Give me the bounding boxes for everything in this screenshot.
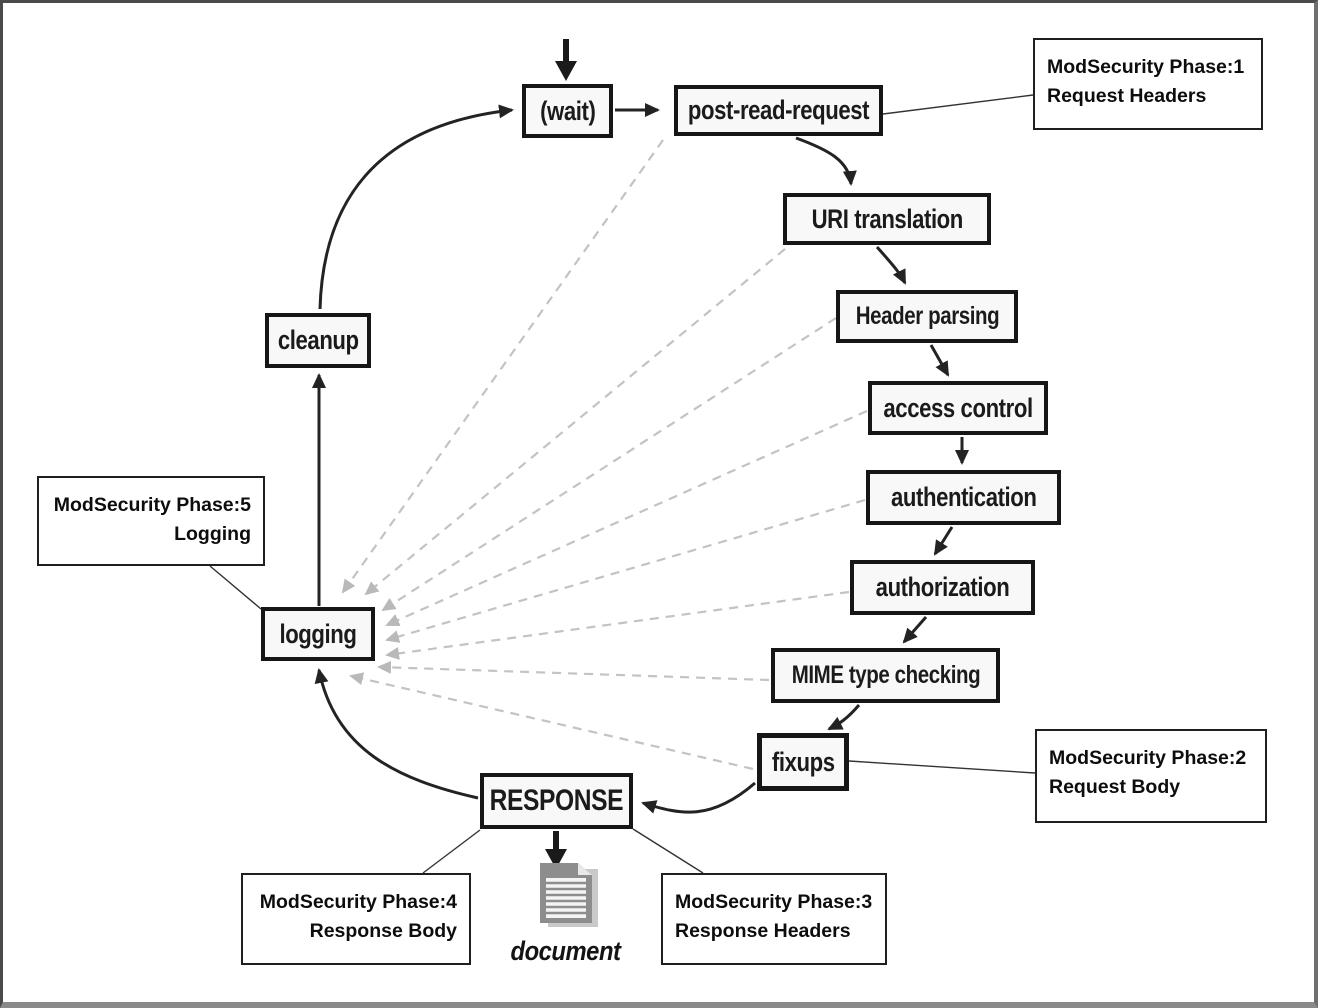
document-icon	[540, 863, 598, 927]
arrow-uri-translation-to-header-parsing	[875, 246, 907, 285]
connector-phase2-to-fixups	[848, 760, 1036, 774]
annotation-phase1-line2: Request Headers	[1047, 85, 1207, 108]
node-access-control: access control	[868, 381, 1048, 435]
arrow-post-read-request-to-uri-translation	[795, 136, 857, 186]
node-header-parsing: Header parsing	[836, 290, 1018, 343]
node-authentication-label: authentication	[890, 482, 1037, 512]
arrow-authentication-to-authorization	[933, 526, 954, 556]
dashed-arrow-header-parsing-to-logging	[381, 317, 837, 612]
dashed-arrow-mime-type-checking-to-logging	[377, 660, 770, 682]
dashed-arrow-authentication-to-logging	[385, 498, 866, 643]
annotation-phase4: ModSecurity Phase:4 Response Body	[241, 873, 471, 965]
connector-phase5-to-logging	[209, 565, 262, 610]
annotation-phase3: ModSecurity Phase:3 Response Headers	[661, 873, 887, 965]
connector-phase1-to-post-read-request	[882, 94, 1034, 115]
arrow-header-parsing-to-access-control	[929, 344, 950, 377]
node-post-read-request: post-read-request	[674, 85, 883, 136]
annotation-phase3-line1: ModSecurity Phase:3	[675, 891, 873, 913]
dashed-arrow-access-control-to-logging	[385, 409, 868, 627]
arrow-mime-type-checking-to-fixups	[827, 704, 861, 731]
arrow-response-to-document	[545, 831, 567, 869]
diagram-canvas	[209, 39, 1036, 874]
annotation-phase5: ModSecurity Phase:5 Logging	[37, 476, 265, 566]
dashed-arrow-post-read-request-to-logging	[341, 139, 664, 594]
node-cleanup-label: cleanup	[277, 325, 359, 355]
document-label: document	[510, 936, 621, 966]
node-mime-type-checking-label: MIME type checking	[791, 661, 980, 689]
annotation-phase3-line2: Response Headers	[675, 920, 851, 943]
arrow-fixups-to-response	[641, 781, 756, 814]
annotation-phase2: ModSecurity Phase:2 Request Body	[1035, 729, 1267, 823]
node-fixups-label: fixups	[771, 746, 835, 777]
node-header-parsing-label: Header parsing	[855, 302, 999, 330]
annotation-phase2-line2: Request Body	[1049, 776, 1181, 799]
node-logging-label: logging	[279, 618, 357, 649]
entry-arrow	[555, 39, 577, 81]
node-authorization-label: authorization	[875, 572, 1010, 602]
node-wait: (wait)	[522, 84, 613, 138]
arrow-response-to-logging	[314, 668, 479, 800]
arrow-cleanup-to-wait	[318, 104, 514, 310]
annotation-phase4-line1: ModSecurity Phase:4	[259, 891, 457, 913]
dashed-arrow-authorization-to-logging	[385, 590, 850, 660]
node-access-control-label: access control	[883, 392, 1033, 423]
connector-phase3-to-response	[632, 828, 704, 874]
document-figure: document	[501, 861, 631, 967]
node-response: RESPONSE	[480, 773, 633, 829]
connector-phase4-to-response	[422, 829, 481, 874]
node-uri-translation-label: URI translation	[811, 203, 963, 234]
annotation-phase4-line2: Response Body	[309, 920, 457, 943]
node-uri-translation: URI translation	[783, 193, 991, 245]
annotation-phase5-line2: Logging	[174, 523, 251, 546]
node-cleanup: cleanup	[265, 313, 371, 368]
dashed-arrow-uri-translation-to-logging	[364, 248, 786, 596]
annotation-phase1: ModSecurity Phase:1 Request Headers	[1033, 38, 1263, 130]
node-authorization: authorization	[850, 560, 1035, 615]
dashed-arrow-fixups-to-logging	[349, 672, 754, 771]
annotation-phase5-line1: ModSecurity Phase:5	[53, 494, 251, 516]
node-logging: logging	[261, 607, 375, 661]
node-authentication: authentication	[866, 470, 1061, 525]
annotation-phase2-line1: ModSecurity Phase:2	[1049, 747, 1247, 769]
node-fixups: fixups	[757, 733, 849, 791]
arrow-authorization-to-mime-type-checking	[902, 616, 928, 644]
annotation-phase1-line1: ModSecurity Phase:1	[1047, 56, 1245, 78]
node-wait-label: (wait)	[539, 95, 596, 126]
node-response-label: RESPONSE	[489, 784, 624, 817]
node-post-read-request-label: post-read-request	[687, 95, 870, 125]
node-mime-type-checking: MIME type checking	[771, 648, 1000, 703]
